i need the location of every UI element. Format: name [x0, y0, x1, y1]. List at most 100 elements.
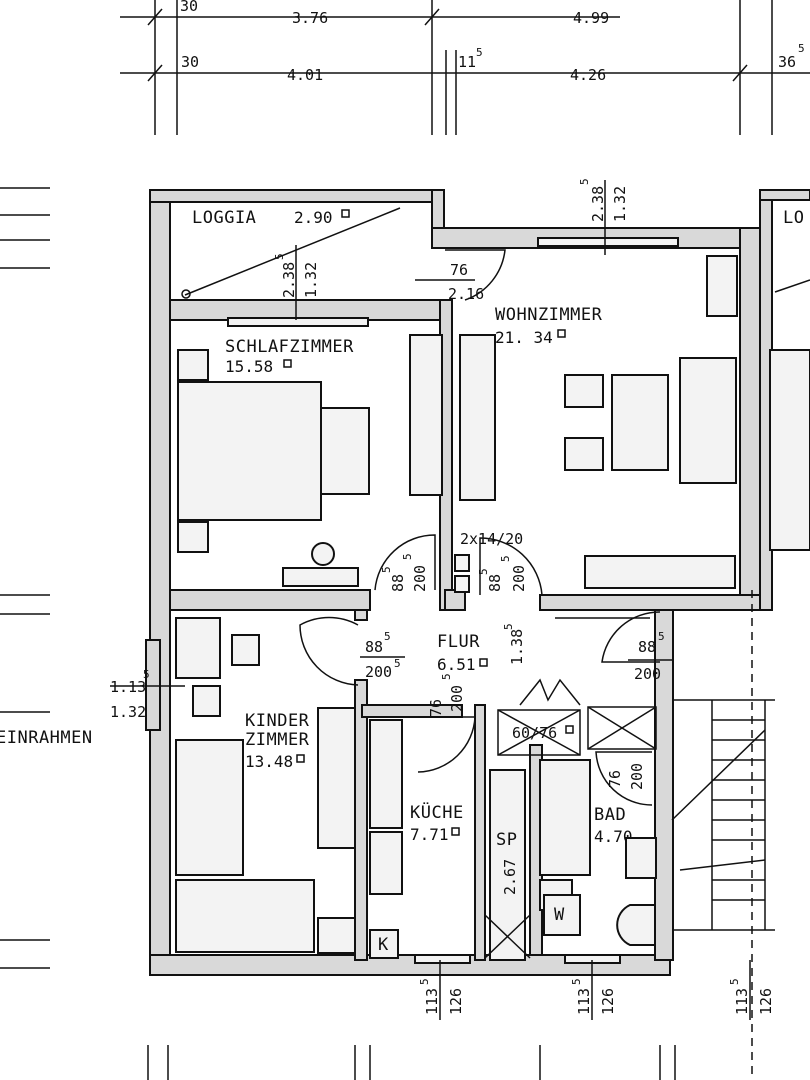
fridge-label: K: [378, 935, 389, 955]
loggia-area: 2.90: [294, 208, 333, 227]
kinder-desk: [175, 879, 315, 953]
door-kinder-swing: [299, 616, 359, 686]
sp-label: SP: [496, 830, 517, 850]
dim-bad-right-88: 88: [638, 638, 656, 656]
kinderzimmer-area: 13.48: [245, 752, 293, 771]
stool: [311, 542, 335, 566]
dim-schlaf-200: 200: [411, 565, 429, 592]
kueche-area: 7.71: [410, 825, 449, 844]
kinder-wardrobe: [317, 707, 356, 849]
dim-kinder-5a: 5: [384, 630, 391, 643]
coffee-table: [611, 374, 669, 471]
washer-label: W: [554, 905, 565, 925]
dim-kinder-200: 200: [365, 663, 392, 681]
dim-wohn-door-88: 88: [486, 574, 504, 592]
shaft2-cross-b: [587, 706, 657, 750]
kinder-cabinet: [175, 617, 221, 679]
wardrobe: [409, 334, 443, 496]
shaft-cross-b: [497, 709, 581, 756]
kinderzimmer-label-1: KINDER: [245, 711, 310, 731]
top-dimension-lines: [120, 0, 810, 135]
sqm-marker: [451, 827, 460, 836]
dim-kueche-200: 200: [448, 685, 466, 712]
dim-b2-113: 113: [575, 988, 593, 1015]
door-bad-swing: [595, 751, 653, 806]
dim-bad-right-5: 5: [658, 630, 665, 643]
dim-left-113: 1.13: [110, 678, 146, 696]
door-bad-right-swing: [601, 611, 661, 663]
armchair-1: [564, 374, 604, 408]
dim-b3-113: 113: [733, 988, 751, 1015]
kitchen-cabinet-2: [369, 831, 403, 895]
dim-flur-138: 1.38: [508, 629, 526, 665]
sideboard: [584, 555, 736, 589]
dim-mid-36-sup: 5: [798, 42, 805, 55]
bad-label: BAD: [594, 805, 626, 825]
loggia-right-rail: [774, 279, 810, 293]
dim-loggia-132: 1.32: [302, 262, 320, 298]
loggia-right-label: LO: [783, 208, 804, 228]
kinder-bed: [175, 739, 244, 876]
dim-mid-426: 4.26: [570, 66, 606, 84]
bed-end: [320, 407, 370, 495]
toilet: [616, 904, 656, 946]
shaft-box-2: [587, 706, 657, 750]
dim-wohn-door-5b: 5: [499, 555, 512, 562]
dim-top-499: 4.99: [573, 9, 609, 27]
door-kueche-swing: [417, 716, 476, 773]
bad-area: 4.70: [594, 827, 633, 846]
walls: [145, 189, 810, 976]
dim-kinder-5b: 5: [394, 657, 401, 670]
shelf-wohn: [459, 334, 496, 501]
dim-bad-right-200: 200: [634, 665, 661, 683]
kinder-box-2: [192, 685, 221, 717]
dim-kueche-76: 76: [427, 699, 445, 717]
dim-b3-5: 5: [728, 978, 741, 985]
chimney-box-1: [454, 554, 470, 572]
sqm-marker: [557, 329, 566, 338]
dim-wohn-door-5a: 5: [477, 568, 490, 575]
dim-loggia-238: 2.38: [280, 262, 298, 298]
loggia-post: [181, 289, 191, 299]
bottom-dims: [147, 960, 751, 1080]
kitchen-cabinet-1: [369, 719, 403, 829]
dim-top-30: 30: [180, 0, 198, 15]
dim-door-loggia-76: 76: [450, 261, 468, 279]
dim-mid-11-sup: 5: [476, 46, 483, 59]
sqm-marker: [296, 754, 305, 763]
dim-b3-126: 126: [757, 988, 775, 1015]
dim-loggia-5: 5: [273, 253, 286, 260]
armchair-2: [564, 437, 604, 471]
sqm-marker: [565, 725, 574, 734]
shaft-label: 60/76: [512, 724, 557, 742]
dim-bad-76: 76: [606, 770, 624, 788]
sp-column: [489, 769, 526, 961]
sqm-marker: [479, 658, 488, 667]
kueche-label: KÜCHE: [410, 801, 464, 823]
dim-mid-401: 4.01: [287, 66, 323, 84]
flur-label: FLUR: [437, 632, 480, 652]
schlafzimmer-label: SCHLAFZIMMER: [225, 337, 354, 357]
kinder-box-1: [231, 634, 260, 666]
dim-left-132: 1.32: [110, 703, 146, 721]
kinder-shelf: [317, 917, 356, 954]
dim-b1-113: 113: [423, 988, 441, 1015]
dim-door-loggia-216: 2.16: [448, 285, 484, 303]
flur-area: 6.51: [437, 655, 476, 674]
dim-b1-5: 5: [418, 978, 431, 985]
dim-wohn-238: 2.38: [589, 186, 607, 222]
sp-cross-b: [484, 914, 531, 959]
door-wohn-swing: [479, 537, 543, 596]
bathtub: [539, 759, 591, 876]
dim-top-376: 3.76: [292, 9, 328, 27]
sqm-marker: [283, 359, 292, 368]
neighbor-cabinet: [769, 349, 810, 551]
washer: [543, 894, 581, 936]
nightstand-2: [177, 521, 209, 553]
dim-kinder-88: 88: [365, 638, 383, 656]
loggia-rail: [184, 207, 401, 296]
staircase: [671, 590, 775, 1080]
dresser: [282, 567, 359, 587]
loggia-label: LOGGIA: [192, 208, 256, 228]
dim-wohn-132: 1.32: [611, 186, 629, 222]
